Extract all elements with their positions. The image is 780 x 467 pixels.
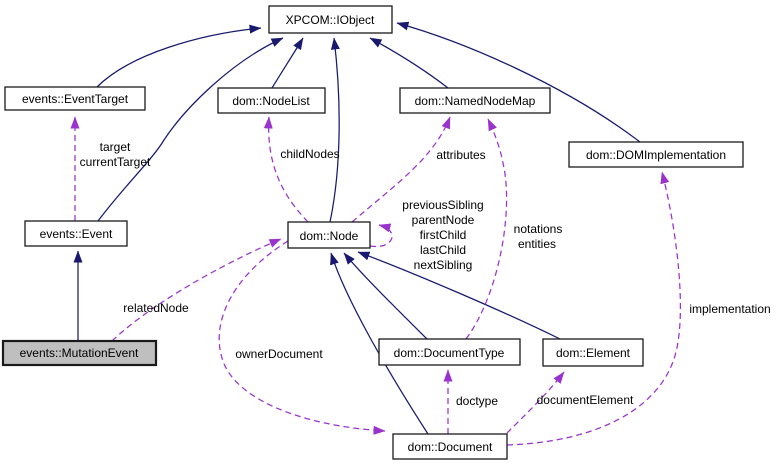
class-label-dom-element: dom::Element bbox=[556, 346, 631, 360]
edge-label-target: target bbox=[100, 140, 131, 154]
class-node-dom-document[interactable]: dom::Document bbox=[392, 433, 508, 460]
edge-label-last-child: lastChild bbox=[420, 243, 466, 257]
edge-element-to-node bbox=[357, 251, 561, 340]
edge-node-uses-document bbox=[218, 240, 386, 435]
class-label-dom-domimplementation: dom::DOMImplementation bbox=[586, 148, 726, 162]
edge-label-related-node: relatedNode bbox=[123, 301, 189, 315]
edge-label-child-nodes: childNodes bbox=[280, 147, 339, 161]
class-box-events-eventtarget[interactable] bbox=[4, 86, 146, 111]
class-box-events-event[interactable] bbox=[24, 220, 128, 247]
edge-node-uses-nodelist bbox=[263, 116, 309, 223]
class-box-dom-document[interactable] bbox=[392, 433, 508, 460]
class-box-dom-domimplementation[interactable] bbox=[568, 141, 744, 168]
usage-edges bbox=[70, 116, 682, 446]
edge-domimplementation-to-iobject bbox=[396, 21, 641, 143]
edge-label-owner-document: ownerDocument bbox=[235, 347, 323, 361]
class-label-events-mutationevent: events::MutationEvent bbox=[20, 346, 139, 360]
edge-eventtarget-to-iobject bbox=[96, 24, 262, 88]
edge-namednodemap-to-iobject bbox=[369, 37, 449, 89]
edge-event-to-iobject bbox=[97, 37, 284, 222]
class-node-dom-documenttype[interactable]: dom::DocumentType bbox=[378, 338, 521, 366]
class-label-events-event: events::Event bbox=[40, 227, 113, 241]
class-node-xpcom-iobject[interactable]: XPCOM::IObject bbox=[268, 5, 393, 34]
class-node-events-mutationevent[interactable]: events::MutationEvent bbox=[1, 339, 158, 367]
class-label-dom-namednodemap: dom::NamedNodeMap bbox=[415, 94, 536, 108]
class-label-dom-node: dom::Node bbox=[300, 229, 359, 243]
edge-document-uses-element bbox=[506, 371, 565, 434]
class-box-dom-nodelist[interactable] bbox=[217, 87, 326, 114]
edge-label-parent-node: parentNode bbox=[412, 213, 475, 227]
class-label-events-eventtarget: events::EventTarget bbox=[22, 92, 129, 106]
edge-documenttype-to-node bbox=[343, 252, 428, 340]
class-node-events-event[interactable]: events::Event bbox=[24, 220, 128, 247]
edge-label-doctype: doctype bbox=[456, 394, 498, 408]
edge-label-attributes: attributes bbox=[436, 148, 485, 162]
edge-label-implementation: implementation bbox=[689, 302, 770, 316]
edge-label-next-sibling: nextSibling bbox=[414, 258, 473, 272]
edge-label-current-target: currentTarget bbox=[80, 155, 151, 169]
edge-label-previous-sibling: previousSibling bbox=[402, 198, 483, 212]
edge-label-notations: notations bbox=[514, 222, 563, 236]
class-nodes: XPCOM::IObject events::EventTarget dom::… bbox=[1, 5, 744, 460]
class-box-dom-documenttype[interactable] bbox=[378, 338, 521, 366]
class-box-dom-element[interactable] bbox=[542, 338, 644, 367]
class-node-events-eventtarget[interactable]: events::EventTarget bbox=[4, 86, 146, 111]
class-node-dom-namednodemap[interactable]: dom::NamedNodeMap bbox=[399, 87, 551, 114]
class-label-dom-documenttype: dom::DocumentType bbox=[394, 346, 505, 360]
edge-label-first-child: firstChild bbox=[420, 228, 467, 242]
class-box-dom-node[interactable] bbox=[287, 221, 371, 249]
class-node-dom-element[interactable]: dom::Element bbox=[542, 338, 644, 367]
edge-label-document-element: documentElement bbox=[537, 393, 634, 407]
class-box-events-mutationevent[interactable] bbox=[1, 339, 158, 367]
edge-labels: target currentTarget childNodes attribut… bbox=[80, 140, 771, 408]
inheritance-edges bbox=[73, 21, 641, 435]
edge-node-to-iobject bbox=[329, 37, 340, 223]
class-box-xpcom-iobject[interactable] bbox=[268, 5, 393, 34]
class-node-dom-nodelist[interactable]: dom::NodeList bbox=[217, 87, 326, 114]
class-label-dom-nodelist: dom::NodeList bbox=[232, 94, 310, 108]
edge-documenttype-uses-namednodemap bbox=[465, 118, 508, 340]
edge-label-entities: entities bbox=[518, 237, 556, 251]
edge-node-uses-namednodemap bbox=[351, 116, 451, 223]
class-node-dom-domimplementation[interactable]: dom::DOMImplementation bbox=[568, 141, 744, 168]
edge-nodelist-to-iobject bbox=[271, 37, 304, 89]
class-node-dom-node[interactable]: dom::Node bbox=[287, 221, 371, 249]
edge-node-self-loop bbox=[369, 223, 393, 248]
class-label-xpcom-iobject: XPCOM::IObject bbox=[286, 13, 375, 27]
class-label-dom-document: dom::Document bbox=[408, 440, 493, 454]
class-box-dom-namednodemap[interactable] bbox=[399, 87, 551, 114]
edge-document-to-node bbox=[330, 252, 429, 435]
edge-document-uses-domimplementation bbox=[506, 171, 682, 446]
edge-mutationevent-uses-node bbox=[111, 238, 282, 342]
